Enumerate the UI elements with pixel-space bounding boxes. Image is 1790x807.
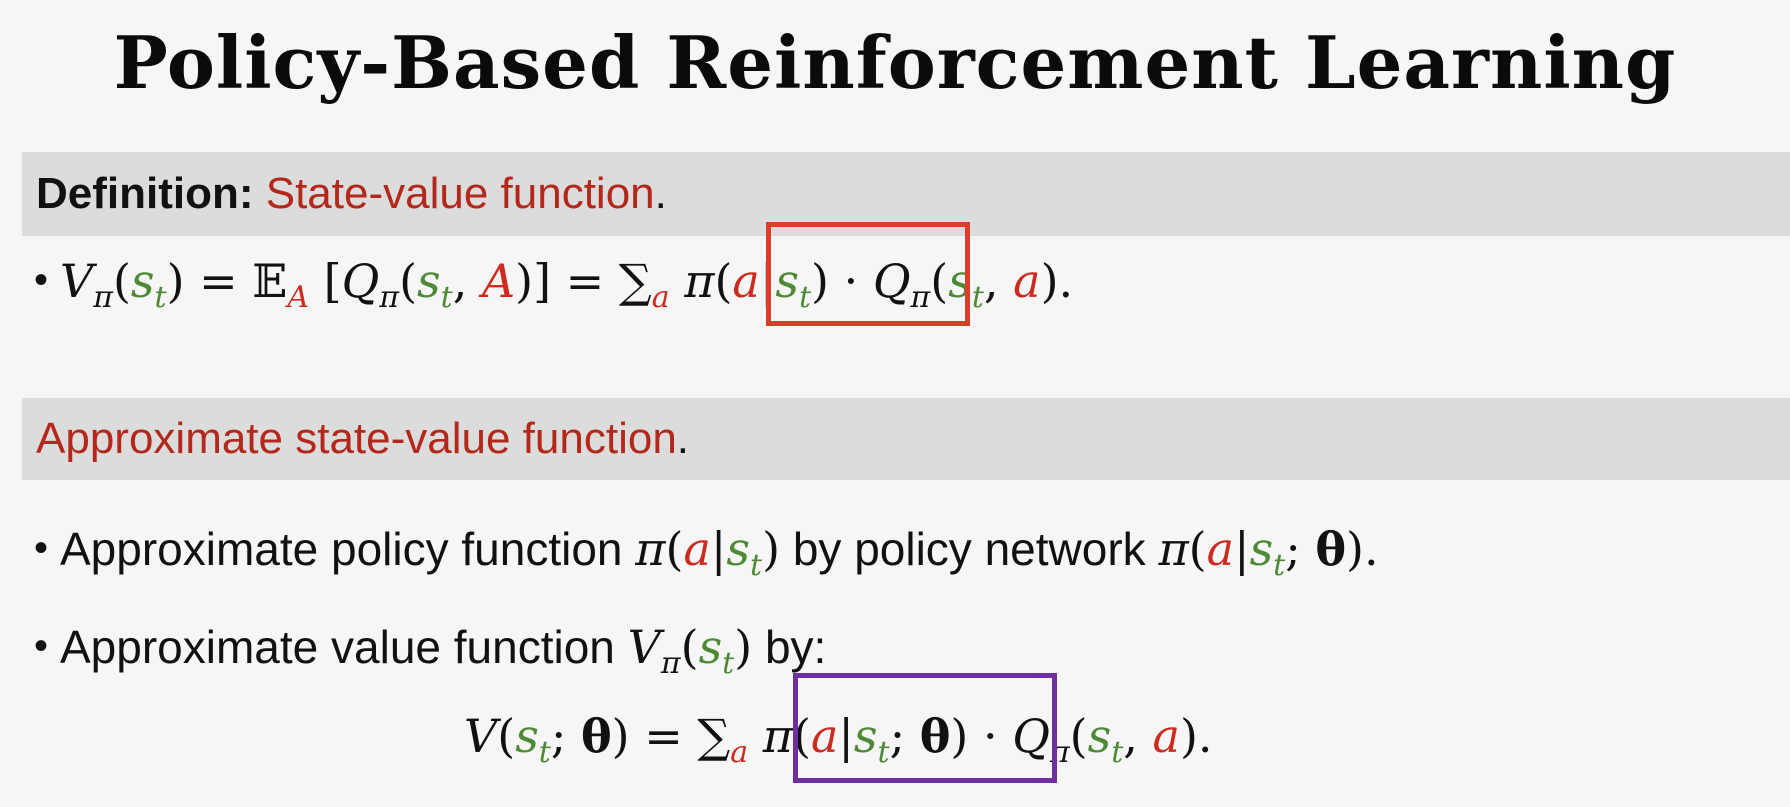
approx-band-text: Approximate state-value function. [36,398,689,480]
bullet-value-text-2: by: [752,621,827,673]
bullet-value-text-1: Approximate value function [60,621,628,673]
approx-period: . [676,414,690,463]
approx-formula: V(st; θ) = ∑a π(a|st; θ) · Qπ(st, a). [464,704,1213,785]
bullet-policy: •Approximate policy function π(a|st) by … [34,516,1379,598]
definition-label: Definition: [36,169,266,218]
approx-band: Approximate state-value function. [22,398,1790,480]
definition-highlight: State-value function [265,169,655,218]
bullet-policy-text-2: by policy network [780,523,1159,575]
value-function-math: Vπ(st) [627,620,753,681]
approx-formula-math: V(st; θ) = ∑a π(a|st; θ) · Qπ(st, a). [464,709,1213,770]
definition-formula: •Vπ(st) = 𝔼A [Qπ(st, A)] = ∑a π(a|st) · … [34,248,1073,330]
bullet-icon: • [34,624,49,668]
bullet-value: •Approximate value function Vπ(st) by: [34,614,826,696]
policy-highlight-box [766,222,970,326]
definition-period: . [654,169,667,218]
policy-function-math: π(a|st) [635,522,781,583]
bullet-policy-text-1: Approximate policy function [60,523,636,575]
policy-network-math: π(a|st; θ). [1158,522,1379,583]
bullet-icon: • [34,526,49,570]
bullet-icon: • [34,258,49,302]
slide-title: Policy-Based Reinforcement Learning [113,20,1677,105]
approx-highlight: Approximate state-value function [36,414,677,463]
policy-network-highlight-box [793,673,1057,783]
definition-band-text: Definition: State-value function. [36,152,667,236]
